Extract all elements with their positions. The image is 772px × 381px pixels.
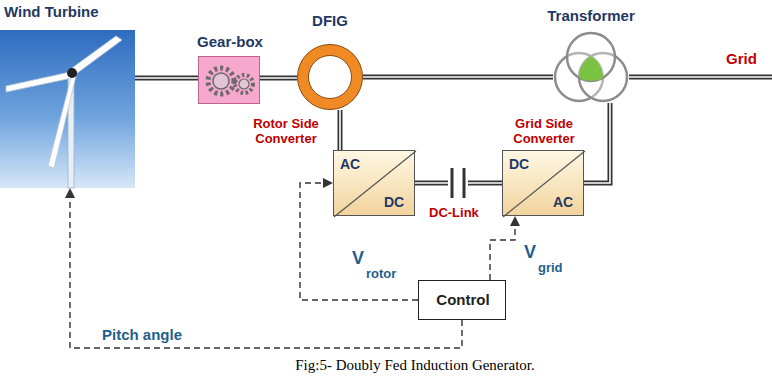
figure-caption: Fig:5- Doubly Fed Induction Generator. bbox=[250, 357, 580, 374]
signal-subscript: rotor bbox=[366, 266, 396, 281]
power-line bbox=[584, 103, 610, 183]
signal-name: V bbox=[352, 248, 364, 269]
stator-ring bbox=[303, 50, 357, 104]
wind-turbine: Wind Turbine bbox=[0, 30, 135, 188]
converter-diagonal bbox=[503, 151, 585, 217]
control-signal bbox=[490, 216, 515, 280]
ring-shape bbox=[297, 44, 363, 110]
edge-label: Pitch angle bbox=[100, 326, 184, 343]
gear-hub bbox=[213, 73, 229, 89]
gear bbox=[235, 75, 253, 93]
line-inner bbox=[260, 77, 297, 79]
line-inner bbox=[363, 76, 553, 78]
dashed-line bbox=[490, 216, 515, 280]
power-line bbox=[260, 78, 297, 79]
node-heading: Grid Side Converter bbox=[499, 117, 589, 147]
line-inner bbox=[339, 110, 341, 150]
grid-line-inner bbox=[629, 76, 772, 78]
node-text: AC bbox=[553, 194, 573, 210]
generator-ring: DFIG bbox=[297, 44, 363, 110]
turbine-blade bbox=[6, 72, 72, 92]
turbine-blade bbox=[72, 36, 122, 74]
signal-name: V bbox=[524, 242, 536, 263]
node-text: AC bbox=[340, 156, 360, 172]
line-outer bbox=[135, 76, 198, 81]
node-heading: Wind Turbine bbox=[4, 3, 99, 20]
power-line bbox=[135, 78, 198, 79]
converter-diagonal bbox=[334, 151, 416, 217]
power-line bbox=[363, 77, 553, 78]
node-heading: DFIG bbox=[285, 12, 375, 29]
converter-box: Grid Side ConverterDCAC bbox=[502, 150, 584, 216]
line-inner bbox=[584, 103, 610, 183]
ring-outline bbox=[309, 56, 352, 99]
capacitor-plate bbox=[451, 168, 454, 198]
gear-hub bbox=[239, 79, 249, 89]
turbine-blade bbox=[48, 74, 76, 168]
edge-label: DC-Link bbox=[427, 205, 481, 220]
line-outer bbox=[363, 75, 553, 80]
capacitor-plate bbox=[463, 168, 466, 198]
line-inner bbox=[135, 77, 198, 79]
grid-label: Grid bbox=[726, 50, 757, 67]
node-text: DC bbox=[384, 194, 404, 210]
control-box: Control bbox=[418, 280, 506, 320]
power-line bbox=[340, 110, 341, 150]
line-outer bbox=[260, 76, 297, 81]
gear bbox=[208, 68, 234, 94]
node-heading: Transformer bbox=[526, 7, 656, 24]
transformer-coil bbox=[567, 33, 615, 81]
signal-subscript: grid bbox=[538, 260, 563, 275]
transformer-symbol: Transformer bbox=[553, 33, 629, 103]
node-text: DC bbox=[509, 156, 529, 172]
line-outer bbox=[338, 110, 343, 150]
line-outer bbox=[584, 103, 610, 183]
core-overlap bbox=[567, 33, 615, 81]
ring-outline bbox=[298, 45, 363, 110]
turbine-shape bbox=[0, 30, 135, 188]
node-heading: Rotor Side Converter bbox=[241, 117, 331, 147]
hub bbox=[67, 68, 77, 78]
gear-shape bbox=[199, 57, 261, 105]
gearbox-box: Gear-box bbox=[198, 56, 260, 104]
trafo-shape bbox=[553, 33, 629, 103]
grid-line bbox=[629, 75, 772, 80]
node-heading: Control bbox=[419, 291, 507, 308]
node-heading: Gear-box bbox=[191, 33, 269, 50]
converter-box: Rotor Side ConverterACDC bbox=[333, 150, 415, 216]
